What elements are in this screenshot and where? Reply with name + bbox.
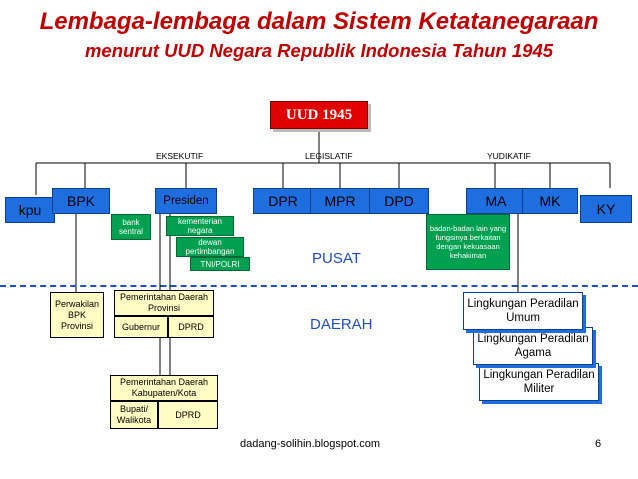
yudikatif-label: YUDIKATIF xyxy=(487,151,531,161)
footer-source: dadang-solihin.blogspot.com xyxy=(240,438,381,450)
eksekutif-label: EKSEKUTIF xyxy=(156,151,204,161)
tni-polri-box: TNI/POLRI xyxy=(190,257,250,271)
gubernur-box: Gubernur xyxy=(114,316,168,338)
peradilan-agama-box: Lingkungan Peradilan Agama xyxy=(473,327,593,365)
bpk-box: BPK xyxy=(52,188,110,214)
mpr-box: MPR xyxy=(310,188,370,214)
dpd-box: DPD xyxy=(369,188,429,214)
ma-box: MA xyxy=(466,188,526,214)
ky-box: KY xyxy=(580,195,632,223)
pusat-daerah-divider xyxy=(0,285,638,287)
page-subtitle: menurut UUD Negara Republik Indonesia Ta… xyxy=(84,40,554,61)
kementerian-box: kementerian negara xyxy=(166,216,234,236)
dewan-box: dewan pertimbangan xyxy=(176,237,244,257)
perwakilan-bpk-box: Perwakilan BPK Provinsi xyxy=(50,292,104,338)
daerah-label: DAERAH xyxy=(310,316,373,333)
pusat-label: PUSAT xyxy=(312,250,361,267)
dprd-provinsi-box: DPRD xyxy=(168,316,214,338)
legislatif-label: LEGISLATIF xyxy=(305,151,353,161)
page-number: 6 xyxy=(595,438,602,450)
peradilan-umum-box: Lingkungan Peradilan Umum xyxy=(463,292,583,330)
pemda-provinsi-box: Pemerintahan Daerah Provinsi xyxy=(114,290,214,316)
pemda-kabupaten-box: Pemerintahan Daerah Kabupaten/Kota xyxy=(110,375,218,401)
dprd-kabupaten-box: DPRD xyxy=(158,401,218,429)
uud-1945-node: UUD 1945 xyxy=(270,101,368,129)
bupati-walikota-box: Bupati/ Walikota xyxy=(110,401,158,429)
bank-sentral-box: bank sentral xyxy=(111,214,151,240)
dpr-box: DPR xyxy=(253,188,313,214)
page-title: Lembaga-lembaga dalam Sistem Ketatanegar… xyxy=(39,8,599,35)
presiden-box: Presiden xyxy=(155,188,217,214)
mk-box: MK xyxy=(522,188,578,214)
kpu-box: kpu xyxy=(5,197,55,223)
badan-lain-box: badan-badan lain yang fungsinya berkaita… xyxy=(426,214,510,270)
peradilan-militer-box: Lingkungan Peradilan Militer xyxy=(479,363,599,401)
